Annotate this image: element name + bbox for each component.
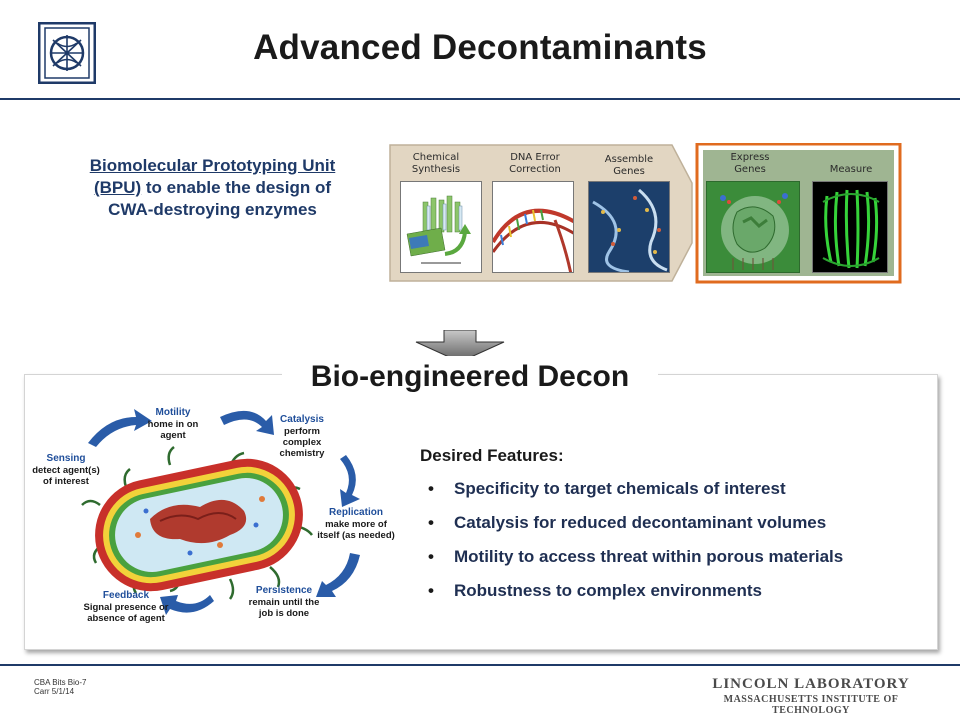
cycle-label-persistence: Persistence remain until the job is done: [249, 585, 320, 619]
svg-text:remain until the: remain until the: [249, 597, 320, 608]
feature-item: •Motility to access threat within porous…: [428, 547, 844, 566]
highlight-frame: [695, 143, 902, 284]
svg-text:complex: complex: [283, 437, 322, 448]
svg-text:itself (as needed): itself (as needed): [317, 530, 395, 541]
svg-text:Replication: Replication: [329, 507, 383, 518]
cycle-arrows: [88, 409, 360, 615]
bullet-icon: •: [428, 479, 434, 498]
cycle-label-sensing: Sensing detect agent(s) of interest: [32, 453, 100, 487]
measure-protein-image: [812, 181, 888, 273]
feature-item: •Specificity to target chemicals of inte…: [428, 479, 786, 498]
svg-text:make more of: make more of: [325, 519, 388, 530]
bullet-icon: •: [428, 513, 434, 532]
svg-text:Persistence: Persistence: [256, 585, 313, 596]
svg-text:chemistry: chemistry: [280, 448, 326, 459]
slide-title: Advanced Decontaminants: [253, 28, 707, 67]
footer-reference: CBA Bits Bio-7 Carr 5/1/14: [34, 678, 87, 696]
cycle-label-feedback: Feedback Signal presence or absence of a…: [83, 590, 168, 624]
features-heading: Desired Features:: [420, 446, 564, 465]
down-arrow-icon: [415, 330, 505, 362]
bpu-description-rest: to enable the design of CWA-destroying e…: [108, 178, 332, 219]
feature-item: •Robustness to complex environments: [428, 581, 762, 600]
svg-text:job is done: job is done: [258, 608, 309, 619]
express-genes-image: [706, 181, 800, 273]
cycle-label-motility: Motility home in on agent: [148, 407, 199, 441]
stage-label-measure: Measure: [829, 164, 873, 175]
decon-title: Bio-engineered Decon: [310, 360, 630, 393]
feature-item: •Catalysis for reduced decontaminant vol…: [428, 513, 827, 532]
svg-text:Signal presence or: Signal presence or: [83, 602, 168, 613]
bpu-description: Biomolecular Prototyping Unit (BPU) to e…: [70, 155, 355, 221]
cycle-label-replication: Replication make more of itself (as need…: [317, 507, 395, 541]
desired-features: Desired Features: •Specificity to target…: [420, 446, 930, 613]
mit-ll-seal-icon: [38, 22, 96, 84]
title-divider: [0, 98, 960, 100]
svg-text:home in on: home in on: [148, 419, 199, 430]
bullet-icon: •: [428, 547, 434, 566]
svg-text:perform: perform: [284, 426, 320, 437]
dna-strand-image: [492, 181, 574, 273]
svg-text:of interest: of interest: [43, 476, 90, 487]
chemical-synthesis-image: [400, 181, 482, 273]
bullet-icon: •: [428, 581, 434, 600]
svg-text:absence of agent: absence of agent: [87, 613, 165, 624]
bpu-link[interactable]: Biomolecular Prototyping Unit (BPU): [89, 156, 336, 197]
svg-text:Catalysis: Catalysis: [280, 414, 324, 425]
footer-divider: [0, 664, 960, 666]
svg-text:detect agent(s): detect agent(s): [32, 465, 100, 476]
svg-text:Feedback: Feedback: [103, 590, 150, 601]
svg-text:agent: agent: [160, 430, 186, 441]
bacterium-illustration: [81, 446, 313, 600]
svg-text:Motility: Motility: [156, 407, 191, 418]
bacterium-cycle-diagram: Motility home in on agent Catalysis perf…: [32, 407, 395, 624]
lincoln-laboratory-wordmark: LINCOLN LABORATORY MASSACHUSETTS INSTITU…: [712, 676, 910, 716]
assemble-genes-image: [588, 181, 670, 273]
cycle-label-catalysis: Catalysis perform complex chemistry: [280, 414, 326, 459]
svg-text:Sensing: Sensing: [47, 453, 86, 464]
